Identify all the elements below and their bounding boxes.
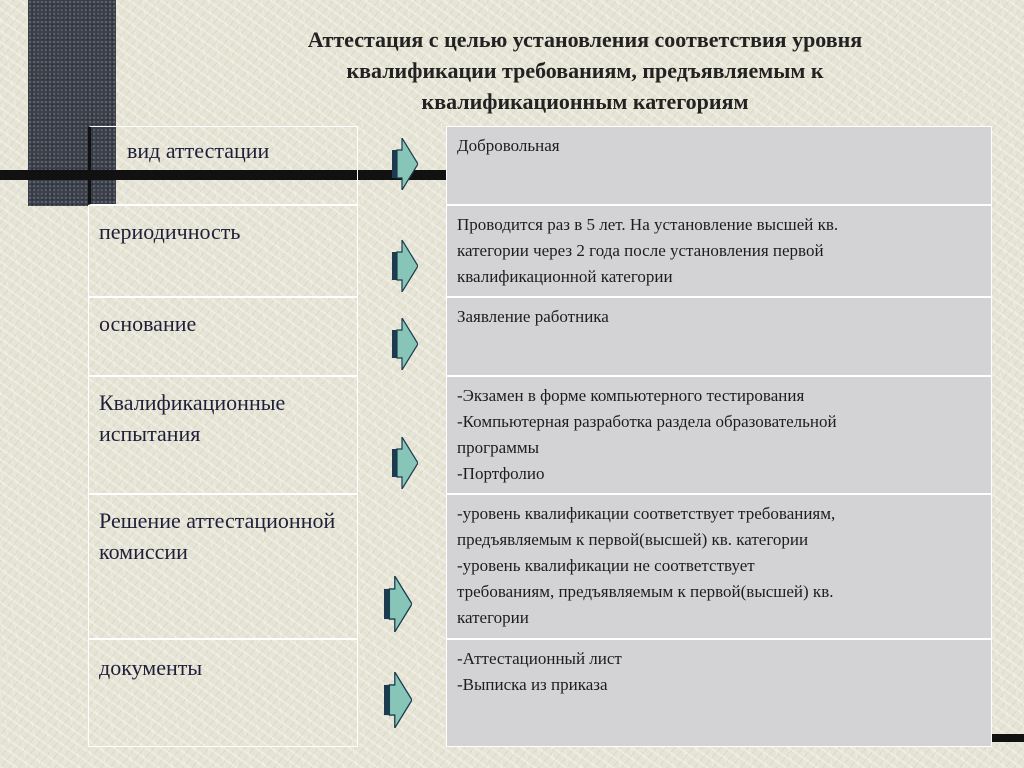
row-label-line: испытания: [99, 421, 201, 446]
row-label: Квалификационные испытания: [99, 387, 357, 449]
table-row: вид аттестации Добровольная: [88, 126, 992, 205]
row-value-cell: Заявление работника: [446, 297, 992, 376]
row-value-cell: -уровень квалификации соответствует треб…: [446, 494, 992, 639]
row-label-line: вид аттестации: [127, 138, 270, 163]
slide-title: Аттестация с целью установления соответс…: [180, 24, 990, 117]
table-row: периодичность Проводится раз в 5 лет. На…: [88, 205, 992, 297]
row-label-cell: Квалификационные испытания: [88, 376, 358, 494]
row-label-line: документы: [99, 655, 203, 680]
row-value-cell: -Аттестационный лист -Выписка из приказа: [446, 639, 992, 747]
row-value-line: -Компьютерная разработка раздела образов…: [457, 412, 837, 431]
row-label-line: аттестационной: [186, 508, 336, 533]
arrow-right-icon: [392, 318, 418, 370]
row-label-line: Решение: [99, 508, 181, 533]
row-value-line: предъявляемым к первой(высшей) кв. катег…: [457, 530, 809, 549]
arrow-right-icon: [392, 138, 418, 190]
arrow-right-icon: [384, 576, 412, 632]
row-label-cell: основание: [88, 297, 358, 376]
row-value-cell: Добровольная: [446, 126, 992, 205]
attestation-table: вид аттестации Добровольная периодичност…: [88, 126, 992, 748]
title-line-1: Аттестация с целью установления соответс…: [307, 27, 863, 52]
table-row: основание Заявление работника: [88, 297, 992, 376]
row-value-line: Проводится раз в 5 лет. На установление …: [457, 215, 839, 234]
row-label: документы: [99, 652, 202, 683]
row-value-line: -уровень квалификации не соответствует: [457, 556, 755, 575]
row-value-line: -Экзамен в форме компьютерного тестирова…: [457, 386, 805, 405]
row-label-cell: документы: [88, 639, 358, 747]
row-label-cell: периодичность: [88, 205, 358, 297]
arrow-right-icon: [384, 672, 412, 728]
row-label-cell: вид аттестации: [88, 126, 358, 205]
row-label-cell: Решение аттестационной комиссии: [88, 494, 358, 639]
table-row: документы -Аттестационный лист -Выписка …: [88, 639, 992, 747]
row-label-line: периодичность: [99, 219, 241, 244]
title-line-2: квалификации требованиям, предъявляемым …: [346, 58, 824, 83]
row-label-line: основание: [99, 311, 197, 336]
decorative-bar-right: [990, 734, 1024, 742]
row-label-line: Квалификационные: [99, 390, 286, 415]
row-label: вид аттестации: [127, 135, 269, 166]
title-line-3: квалификационным категориям: [421, 89, 749, 114]
table-row: Квалификационные испытания -Экзамен в фо…: [88, 376, 992, 494]
row-label: периодичность: [99, 216, 240, 247]
decorative-bar-left: [0, 170, 447, 180]
row-value-line: квалификационной категории: [457, 267, 673, 286]
row-label: основание: [99, 308, 196, 339]
row-label: Решение аттестационной комиссии: [99, 505, 357, 567]
table-row: Решение аттестационной комиссии -уровень…: [88, 494, 992, 639]
row-value-line: категории: [457, 608, 529, 627]
row-value-line: категории через 2 года после установлени…: [457, 241, 824, 260]
arrow-right-icon: [392, 437, 418, 489]
row-value-line: -Выписка из приказа: [457, 675, 608, 694]
row-value-line: -уровень квалификации соответствует треб…: [457, 504, 836, 523]
row-value-line: -Аттестационный лист: [457, 649, 622, 668]
row-value-line: Добровольная: [457, 136, 560, 155]
row-value-line: требованиям, предъявляемым к первой(высш…: [457, 582, 834, 601]
row-value-line: -Портфолио: [457, 464, 545, 483]
arrow-right-icon: [392, 240, 418, 292]
row-value-cell: Проводится раз в 5 лет. На установление …: [446, 205, 992, 297]
row-value-line: программы: [457, 438, 540, 457]
row-value-cell: -Экзамен в форме компьютерного тестирова…: [446, 376, 992, 494]
row-label-line: комиссии: [99, 539, 188, 564]
row-value-line: Заявление работника: [457, 307, 609, 326]
